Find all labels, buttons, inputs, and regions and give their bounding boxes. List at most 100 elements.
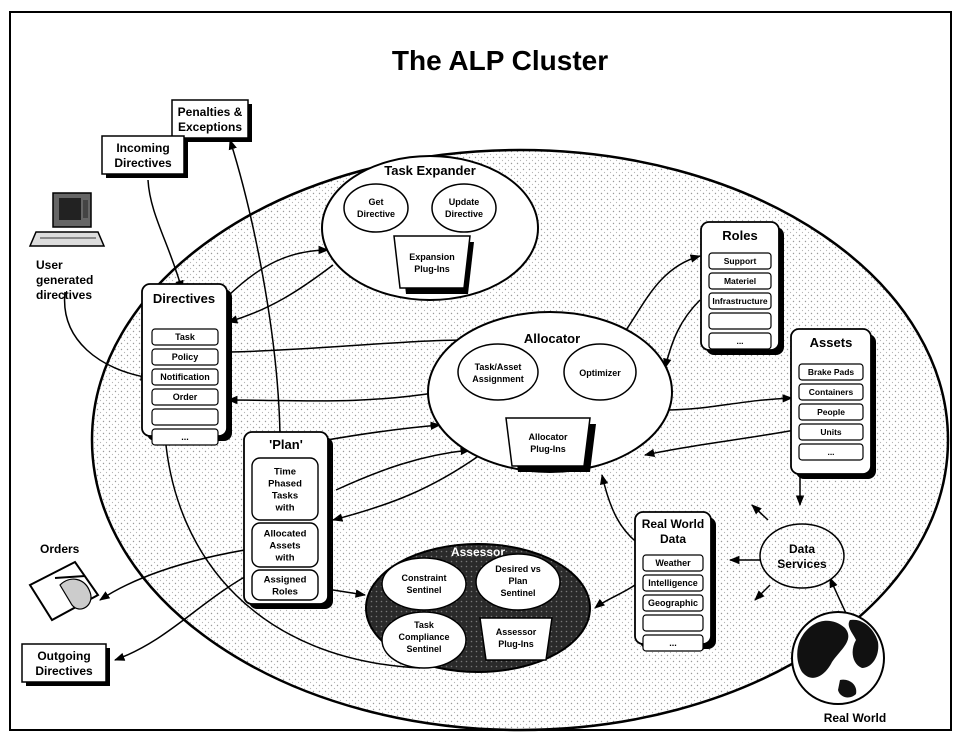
- get-directive-label-1: Get: [368, 197, 383, 207]
- roles-item-row: [708, 312, 772, 330]
- directives-item-row: [151, 368, 219, 386]
- assignment-label-2: Assignment: [472, 374, 524, 384]
- directives-title: Directives: [153, 291, 215, 306]
- assets-item-label: Brake Pads: [808, 367, 855, 377]
- update-directive-label-2: Directive: [445, 209, 483, 219]
- directives-item-row: [151, 388, 219, 406]
- assignment-label-1: Task/Asset: [475, 362, 522, 372]
- update-directive-label-1: Update: [449, 197, 480, 207]
- outgoing-label-2: Directives: [35, 664, 93, 678]
- penalties-label-2: Exceptions: [178, 120, 242, 134]
- directives-item-row: [151, 348, 219, 366]
- real-world-data-item-row: [642, 554, 704, 572]
- user-generated-label-1: User: [36, 258, 63, 272]
- outgoing-directives-box: Outgoing Directives: [21, 643, 110, 686]
- directives-item-row: [151, 428, 219, 446]
- desired-label-1: Desired vs: [495, 564, 541, 574]
- roles-item-row: [708, 272, 772, 290]
- desired-label-2: Plan: [508, 576, 527, 586]
- real-world-data-item-label: Geographic: [648, 598, 698, 608]
- get-directive-label-2: Directive: [357, 209, 395, 219]
- roles-item-row: [708, 292, 772, 310]
- real-world-data-item-label: Intelligence: [648, 578, 698, 588]
- compliance-label-3: Sentinel: [406, 644, 441, 654]
- roles-item-label: Materiel: [724, 276, 756, 286]
- expansion-plugins-label-1: Expansion: [409, 252, 455, 262]
- plan-section-label: Assets: [269, 541, 300, 552]
- data-services: Data Services: [759, 523, 845, 589]
- directives-item-label: ...: [181, 432, 189, 442]
- globe-icon: [791, 611, 885, 705]
- plan-section: [251, 569, 319, 601]
- real-world-data-item-label: ...: [669, 638, 677, 648]
- roles-title: Roles: [722, 228, 757, 243]
- plan-section: [251, 522, 319, 568]
- plan-section-label: Tasks: [272, 491, 298, 502]
- orders-icon: [28, 560, 100, 622]
- optimizer-label: Optimizer: [579, 368, 621, 378]
- assessor-plugins-label-2: Plug-Ins: [498, 639, 534, 649]
- penalties-label-1: Penalties &: [178, 105, 243, 119]
- real-world-data-item-label: Weather: [655, 558, 691, 568]
- allocator: Allocator Task/Asset Assignment Optimize…: [427, 311, 673, 473]
- directives-item-row: [151, 408, 219, 426]
- constraint-label-1: Constraint: [402, 573, 447, 583]
- penalties-box: Penalties & Exceptions: [171, 99, 252, 142]
- page-title: The ALP Cluster: [392, 45, 608, 76]
- task-expander-title: Task Expander: [384, 163, 476, 178]
- plan-section-label: with: [275, 503, 295, 514]
- assets-item-row: [798, 383, 864, 401]
- directives-item-label: Policy: [172, 352, 199, 362]
- plan-section-label: Assigned: [264, 575, 307, 586]
- assets-item-row: [798, 403, 864, 421]
- roles-box: Roles SupportMaterielInfrastructure...: [700, 221, 784, 355]
- allocator-title: Allocator: [524, 331, 580, 346]
- plan-section-label: Time: [274, 467, 296, 478]
- expansion-plugins-label-2: Plug-Ins: [414, 264, 450, 274]
- outgoing-label-1: Outgoing: [37, 649, 90, 663]
- directives-item-label: Task: [175, 332, 196, 342]
- real-world-data-title-1: Real World: [642, 517, 704, 531]
- assets-item-label: People: [817, 407, 845, 417]
- incoming-directives-box: Incoming Directives: [101, 135, 188, 178]
- real-world-data-item-row: [642, 634, 704, 652]
- real-world-data-item-row: [642, 614, 704, 632]
- roles-item-row: [708, 332, 772, 350]
- real-world-data-title-2: Data: [660, 532, 686, 546]
- data-services-label-2: Services: [777, 557, 827, 571]
- real-world-data-item-row: [642, 594, 704, 612]
- roles-item-label: Support: [724, 256, 757, 266]
- plan-section-label: with: [275, 553, 295, 564]
- plan-section-label: Phased: [268, 479, 302, 490]
- allocator-plugins-label-1: Allocator: [528, 432, 568, 442]
- real-world-data-box: Real World Data WeatherIntelligenceGeogr…: [634, 511, 716, 652]
- roles-item-label: ...: [736, 336, 743, 346]
- plan-section-label: Roles: [272, 587, 298, 598]
- roles-item-row: [708, 252, 772, 270]
- assets-title: Assets: [810, 335, 853, 350]
- data-services-label-1: Data: [789, 542, 815, 556]
- assessor: Assessor Constraint Sentinel Desired vs …: [365, 543, 591, 673]
- directives-item-row: [151, 328, 219, 346]
- real-world-data-item-row: [642, 574, 704, 592]
- computer-icon: [28, 192, 106, 247]
- plan-box: 'Plan' TimePhasedTaskswithAllocatedAsset…: [243, 431, 333, 609]
- assets-box: Assets Brake PadsContainersPeopleUnits..…: [790, 328, 876, 479]
- task-expander: Task Expander Get Directive Update Direc…: [321, 155, 539, 301]
- user-generated-label-3: directives: [36, 288, 92, 302]
- orders-label: Orders: [40, 542, 80, 556]
- plan-section-label: Allocated: [264, 529, 307, 540]
- assets-item-label: Containers: [809, 387, 854, 397]
- roles-item-label: Infrastructure: [712, 296, 768, 306]
- assessor-plugins-label-1: Assessor: [496, 627, 537, 637]
- incoming-label-2: Directives: [114, 156, 172, 170]
- directives-item-label: Notification: [160, 372, 210, 382]
- user-generated-label-2: generated: [36, 273, 93, 287]
- allocator-plugins-label-2: Plug-Ins: [530, 444, 566, 454]
- directives-item-label: Order: [173, 392, 198, 402]
- assessor-title: Assessor: [451, 545, 505, 559]
- plan-title: 'Plan': [269, 437, 303, 452]
- incoming-label-1: Incoming: [116, 141, 169, 155]
- plan-section: [251, 457, 319, 521]
